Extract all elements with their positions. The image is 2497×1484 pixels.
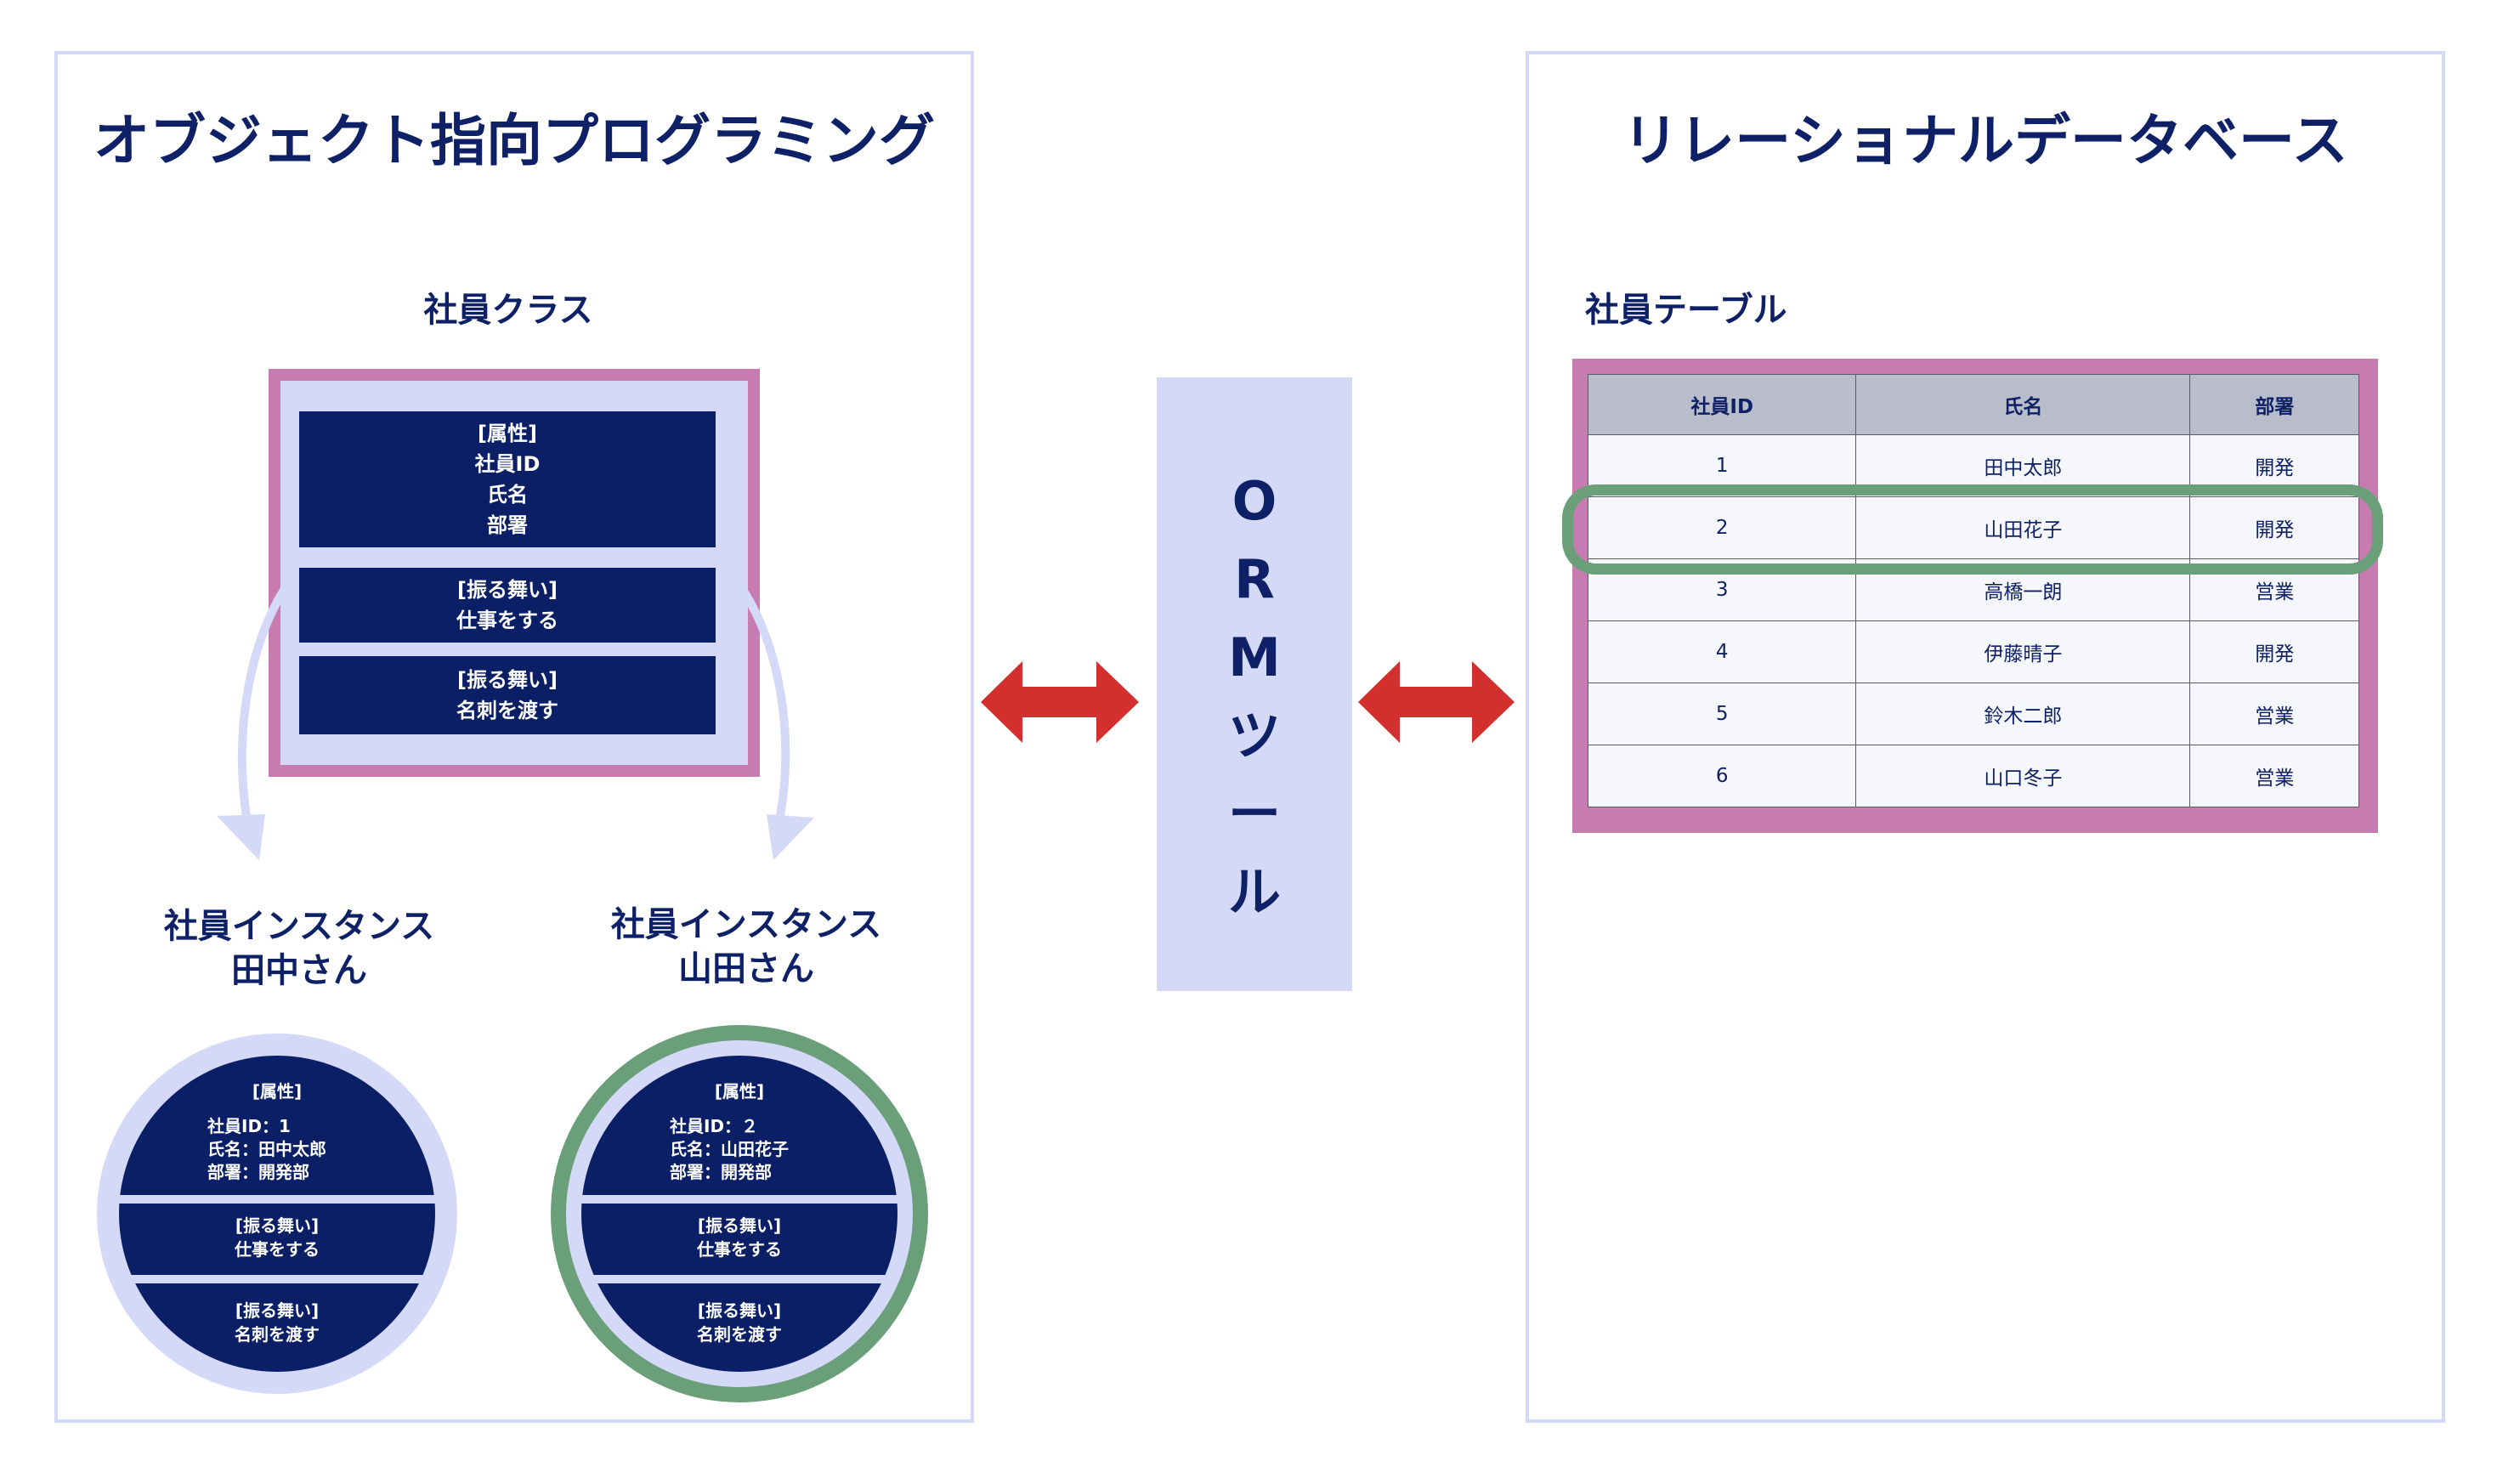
instance-attribute: 部署：開発部 <box>670 1162 772 1182</box>
instance-behavior-block: [振る舞い] 仕事をする <box>581 1204 897 1275</box>
table-row: 6 山口冬子 営業 <box>1587 745 2359 807</box>
class-behavior-header: [振る舞い] <box>457 668 558 692</box>
table-header-cell: 社員ID <box>1587 374 1857 435</box>
table-row: 4 伊藤晴子 開発 <box>1587 620 2359 683</box>
table-cell: 山口冬子 <box>1855 745 2191 807</box>
orm-label-char: ー <box>1227 783 1281 845</box>
table-cell: 営業 <box>2189 745 2359 807</box>
instance-attribute: 社員ID：1 <box>207 1116 291 1136</box>
instance-caption-line: 社員インスタンス <box>610 905 882 944</box>
instance-behavior-header: [振る舞い] <box>235 1300 320 1321</box>
instance-behavior-text: 仕事をする <box>235 1239 320 1260</box>
instance-attribute: 氏名：山田花子 <box>670 1139 789 1159</box>
table-cell: 6 <box>1587 745 1857 807</box>
oop-title: オブジェクト指向プログラミング <box>93 108 935 173</box>
table-caption: 社員テーブル <box>1585 291 1787 330</box>
table-cell: 開発 <box>2189 620 2359 683</box>
instance-tanaka: [属性] 社員ID：1 氏名：田中太郎 部署：開発部 [振る舞い] 仕事をする … <box>97 1034 457 1394</box>
class-attribute: 氏名 <box>487 483 528 507</box>
class-attributes-block: [属性] 社員ID 氏名 部署 <box>299 411 716 547</box>
class-behavior-block: [振る舞い] 名刺を渡す <box>299 656 716 734</box>
rdb-title: リレーショナルデータベース <box>1622 108 2348 173</box>
table-cell: 鈴木二郎 <box>1855 683 2191 745</box>
orm-label-char: O <box>1232 470 1277 532</box>
orm-label-char: ル <box>1227 861 1281 923</box>
orm-tool-box: O R M ツ ー ル <box>1157 377 1352 991</box>
class-behavior-header: [振る舞い] <box>457 578 558 602</box>
table-header-cell: 部署 <box>2189 374 2359 435</box>
table-header-row: 社員ID 氏名 部署 <box>1587 374 2359 435</box>
table-cell: 山田花子 <box>1855 496 2191 559</box>
instance-behavior-text: 名刺を渡す <box>697 1324 782 1345</box>
instance-yamada: [属性] 社員ID：２ 氏名：山田花子 部署：開発部 [振る舞い] 仕事をする … <box>551 1025 928 1402</box>
class-behavior-text: 仕事をする <box>456 609 558 632</box>
table-cell: 4 <box>1587 620 1857 683</box>
instance-caption-yamada: 社員インスタンス 山田さん <box>611 903 881 991</box>
instance-behavior-text: 名刺を渡す <box>235 1324 320 1345</box>
row-highlight-ring <box>1562 484 2383 575</box>
instance-behavior-header: [振る舞い] <box>235 1215 320 1236</box>
instance-attributes-header: [属性] <box>252 1081 303 1102</box>
instance-behavior-header: [振る舞い] <box>697 1215 782 1236</box>
table-row: 5 鈴木二郎 営業 <box>1587 683 2359 745</box>
instance-attributes-block: [属性] 社員ID：1 氏名：田中太郎 部署：開発部 <box>119 1056 435 1195</box>
class-behavior-text: 名刺を渡す <box>456 699 558 722</box>
table-row: 2 山田花子 開発 <box>1587 496 2359 559</box>
instance-behavior-block: [振る舞い] 仕事をする <box>119 1204 435 1275</box>
class-attribute: 部署 <box>487 513 528 537</box>
class-attribute: 社員ID <box>474 452 541 476</box>
orm-label-char: R <box>1234 548 1275 610</box>
instance-caption-name: 田中さん <box>231 951 367 990</box>
orm-label-char: M <box>1228 626 1281 688</box>
double-arrow-orm-rdb <box>1358 661 1515 743</box>
employee-class-box: [属性] 社員ID 氏名 部署 [振る舞い] 仕事をする [振る舞い] 名刺を渡… <box>269 369 760 777</box>
employee-table: 社員ID 氏名 部署 1 田中太郎 開発 2 山田花子 開発 3 高橋一朗 営業 <box>1587 374 2359 807</box>
table-cell: 営業 <box>2189 683 2359 745</box>
instance-behavior-block: [振る舞い] 名刺を渡す <box>119 1283 435 1372</box>
orm-tool-label: O R M ツ ー ル <box>1157 462 1352 932</box>
instantiate-arrow-right <box>735 582 790 817</box>
class-caption: 社員クラス <box>423 291 593 330</box>
table-cell: 5 <box>1587 683 1857 745</box>
instance-caption-line: 社員インスタンス <box>163 907 435 946</box>
instance-attributes-block: [属性] 社員ID：２ 氏名：山田花子 部署：開発部 <box>581 1056 897 1195</box>
employee-table-frame: 社員ID 氏名 部署 1 田中太郎 開発 2 山田花子 開発 3 高橋一朗 営業 <box>1572 359 2378 833</box>
arrowhead-right <box>767 814 814 860</box>
instance-attribute: 部署：開発部 <box>207 1162 309 1182</box>
instance-behavior-block: [振る舞い] 名刺を渡す <box>581 1283 897 1372</box>
double-arrow-oop-orm <box>981 661 1139 743</box>
instance-attribute: 社員ID：２ <box>670 1116 759 1136</box>
instantiate-arrow-left <box>237 582 292 817</box>
table-header-cell: 氏名 <box>1855 374 2191 435</box>
instance-behavior-header: [振る舞い] <box>697 1300 782 1321</box>
class-behavior-block: [振る舞い] 仕事をする <box>299 568 716 643</box>
table-cell: 2 <box>1587 496 1857 559</box>
table-cell: 開発 <box>2189 496 2359 559</box>
table-cell: 伊藤晴子 <box>1855 620 2191 683</box>
class-attributes-header: [属性] <box>478 422 537 445</box>
instance-attribute: 氏名：田中太郎 <box>207 1139 326 1159</box>
instance-behavior-text: 仕事をする <box>697 1239 782 1260</box>
instance-attributes-header: [属性] <box>714 1081 765 1102</box>
instance-caption-tanaka: 社員インスタンス 田中さん <box>164 904 434 993</box>
orm-label-char: ツ <box>1227 705 1281 767</box>
instance-caption-name: 山田さん <box>678 949 814 988</box>
arrowhead-left <box>217 814 265 860</box>
